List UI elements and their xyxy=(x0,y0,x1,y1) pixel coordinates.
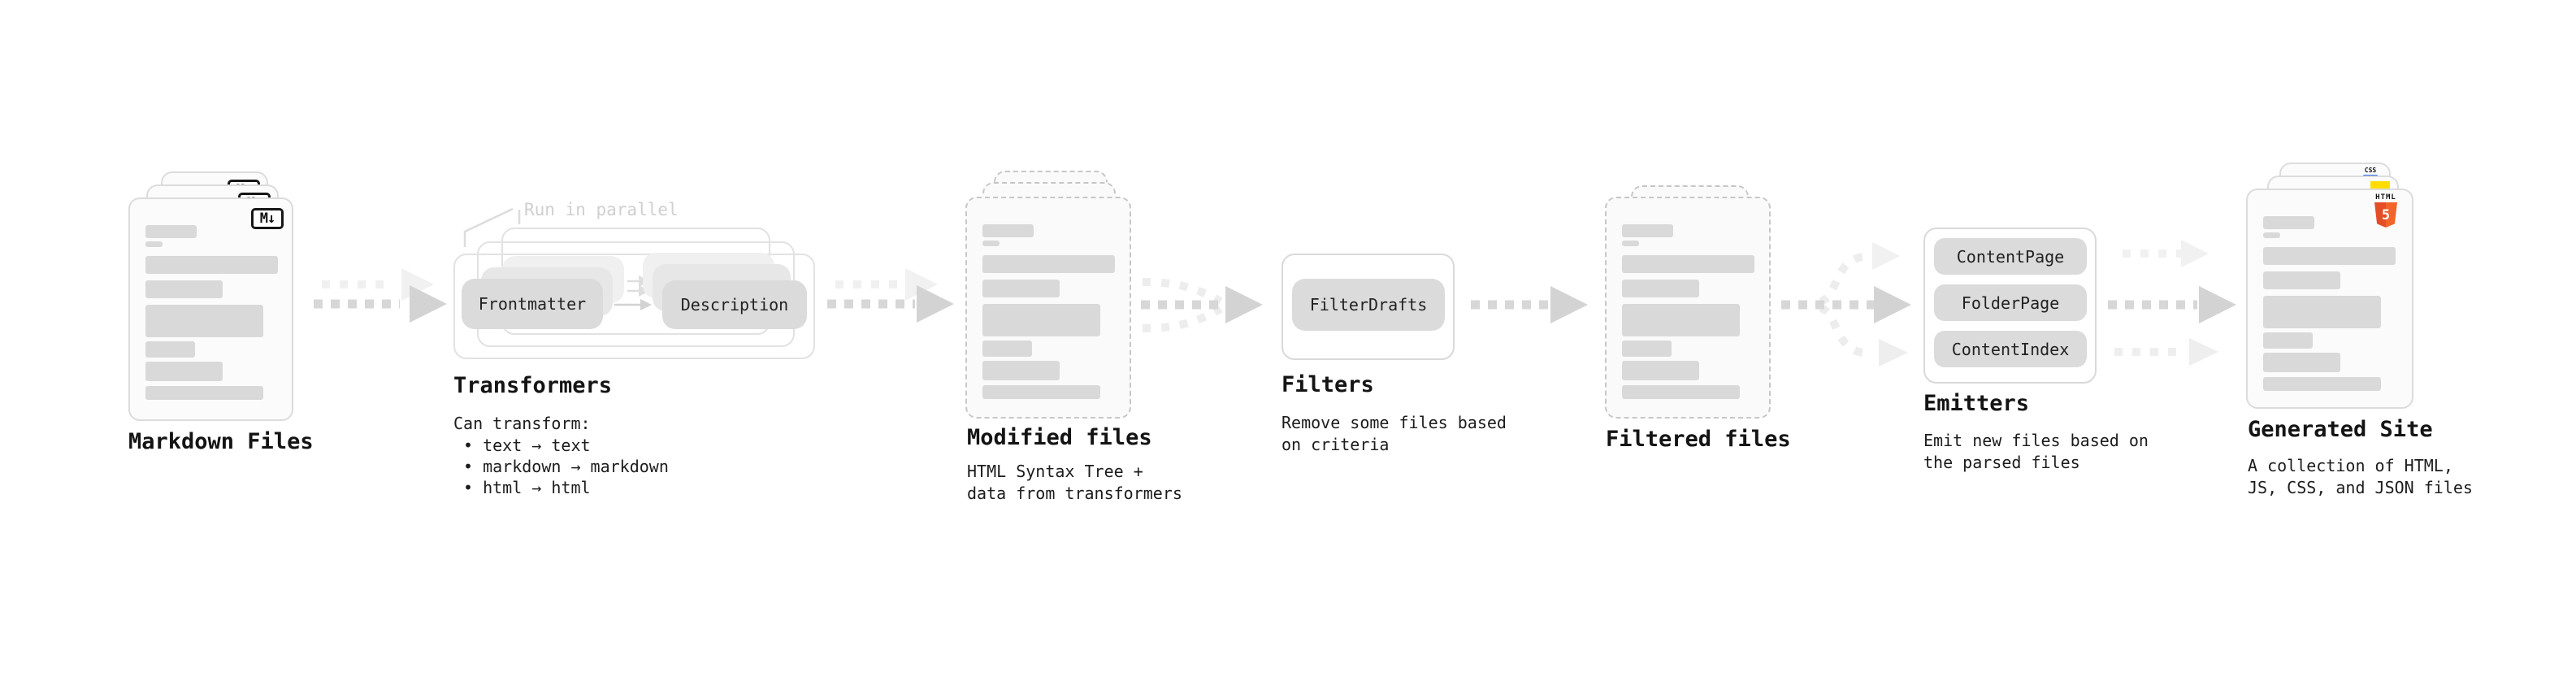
transformers-bullet-list: • text → text • markdown → markdown • ht… xyxy=(453,435,669,498)
text-placeholder-bar xyxy=(145,280,223,298)
text-placeholder-bar xyxy=(2263,216,2314,229)
modified-files-subtitle: HTML Syntax Tree + data from transformer… xyxy=(967,462,1182,503)
text-placeholder-bar xyxy=(982,385,1100,399)
text-placeholder-bar xyxy=(145,225,197,238)
arrow-emitters-to-site xyxy=(2108,240,2236,366)
text-placeholder-bar xyxy=(1622,304,1740,336)
filtered-files-label: Filtered files xyxy=(1606,427,1791,452)
transformers-bullet: • text → text xyxy=(463,436,591,455)
text-placeholder-bar xyxy=(1622,361,1699,380)
text-placeholder-bar xyxy=(145,241,163,247)
text-placeholder-bar xyxy=(145,305,263,337)
text-placeholder-bar xyxy=(2263,247,2396,265)
site-file-card-front-html: HTML 5 xyxy=(2246,189,2413,409)
run-in-parallel-note: Run in parallel xyxy=(524,200,679,219)
text-placeholder-bar xyxy=(1622,280,1699,297)
text-placeholder-bar xyxy=(145,386,263,400)
css-icon-text: CSS xyxy=(2364,167,2377,174)
text-placeholder-bar xyxy=(982,340,1032,357)
filterdrafts-pill-label: FilterDrafts xyxy=(1309,295,1428,314)
text-placeholder-bar xyxy=(1622,385,1740,399)
folderpage-pill-label: FolderPage xyxy=(1961,293,2060,313)
text-placeholder-bar xyxy=(145,362,223,381)
arrow-modified-to-filters xyxy=(1141,278,1263,332)
html5-icon-number: 5 xyxy=(2381,206,2391,223)
text-placeholder-bar xyxy=(1622,340,1672,357)
filters-label: Filters xyxy=(1281,372,1374,397)
contentpage-pill-label: ContentPage xyxy=(1956,246,2065,267)
markdown-icon-glyph: M↓ xyxy=(259,210,276,227)
text-placeholder-bar xyxy=(1622,241,1639,246)
arrow-filtered-to-emitters xyxy=(1781,242,1911,367)
contentpage-pill: ContentPage xyxy=(1934,238,2087,275)
transformer-sheet-front xyxy=(453,254,815,359)
description-pill-label: Description xyxy=(680,295,789,314)
html5-icon-shield: 5 xyxy=(2374,202,2397,228)
emitters-label: Emitters xyxy=(1923,391,2030,416)
markdown-icon: M↓ xyxy=(251,208,284,229)
text-placeholder-bar xyxy=(982,224,1034,237)
text-placeholder-bar xyxy=(982,361,1060,380)
contentindex-pill: ContentIndex xyxy=(1934,331,2087,367)
filters-subtitle: Remove some files based on criteria xyxy=(1281,413,1507,454)
arrow-transformers-to-modified xyxy=(827,268,954,323)
frontmatter-pill: Frontmatter xyxy=(462,279,603,329)
frontmatter-pill-label: Frontmatter xyxy=(478,294,587,314)
text-placeholder-bar xyxy=(982,280,1060,297)
contentindex-pill-label: ContentIndex xyxy=(1951,339,2070,359)
html5-icon: HTML 5 xyxy=(2370,193,2402,228)
text-placeholder-bar xyxy=(2263,353,2340,372)
text-placeholder-bar xyxy=(145,341,195,358)
generated-site-subtitle: A collection of HTML, JS, CSS, and JSON … xyxy=(2248,456,2473,497)
text-placeholder-bar xyxy=(982,241,1000,246)
text-placeholder-bar xyxy=(2263,271,2340,289)
transformers-subtitle: Can transform: xyxy=(453,414,591,433)
js-icon xyxy=(2370,181,2390,189)
modified-file-card-front xyxy=(965,197,1131,419)
transformers-bullet: • html → html xyxy=(463,478,591,497)
text-placeholder-bar xyxy=(145,256,278,274)
generated-site-label: Generated Site xyxy=(2248,417,2433,442)
transformers-label: Transformers xyxy=(453,373,613,398)
filterdrafts-pill: FilterDrafts xyxy=(1292,279,1445,331)
text-placeholder-bar xyxy=(2263,332,2313,349)
markdown-files-label: Markdown Files xyxy=(128,429,314,454)
description-pill: Description xyxy=(662,280,807,329)
text-placeholder-bar xyxy=(1622,255,1754,273)
text-placeholder-bar xyxy=(982,255,1115,273)
emitters-subtitle: Emit new files based on the parsed files xyxy=(1923,431,2149,472)
text-placeholder-bar xyxy=(2263,377,2381,391)
transformers-bullet: • markdown → markdown xyxy=(463,457,669,476)
arrow-markdown-to-transformers xyxy=(314,268,447,323)
filtered-file-card-front xyxy=(1605,197,1771,419)
run-in-parallel-leader-line xyxy=(463,207,521,247)
text-placeholder-bar xyxy=(982,304,1100,336)
modified-files-label: Modified files xyxy=(967,425,1152,450)
html5-icon-text: HTML xyxy=(2375,193,2396,202)
text-placeholder-bar xyxy=(1622,224,1673,237)
folderpage-pill: FolderPage xyxy=(1934,284,2087,321)
text-placeholder-bar xyxy=(2263,232,2280,238)
arrow-filters-to-filtered xyxy=(1471,286,1588,323)
text-placeholder-bar xyxy=(2263,296,2381,328)
markdown-file-card-front: M↓ xyxy=(128,197,293,421)
